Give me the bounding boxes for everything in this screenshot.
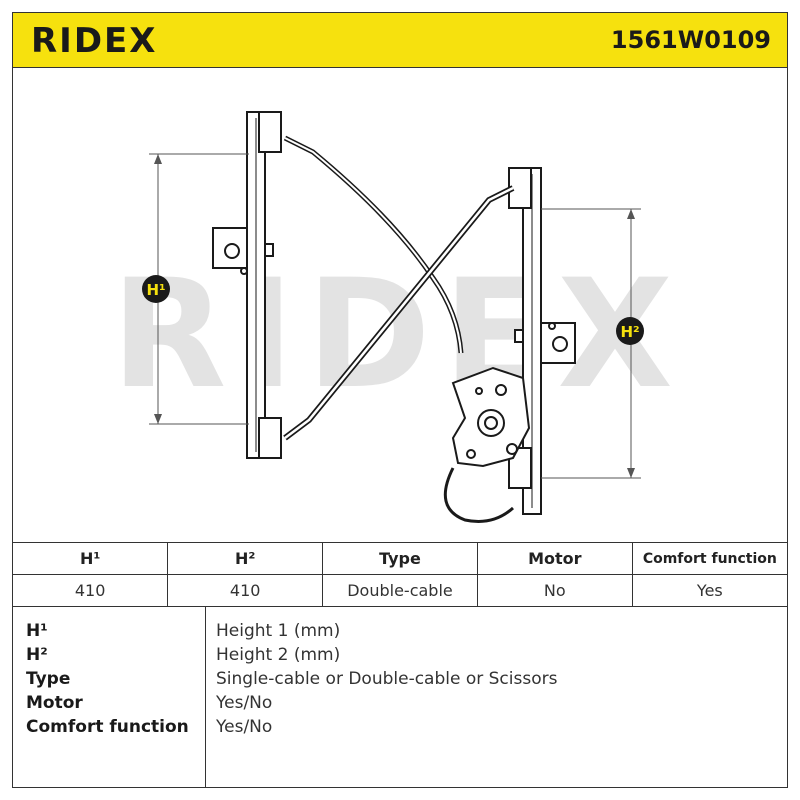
legend-key: Comfort function — [26, 717, 189, 737]
specs-value-motor: No — [476, 574, 633, 607]
legend-key: Type — [26, 669, 71, 689]
legend-row: H² Height 2 (mm) — [13, 643, 787, 667]
specs-header-motor: Motor — [476, 542, 633, 575]
h2-marker-label: H² — [620, 323, 639, 341]
watermark: RIDEX — [111, 248, 685, 422]
h1-marker-label: H¹ — [146, 281, 165, 299]
brand-logo: RIDEX — [31, 21, 158, 61]
legend-value: Yes/No — [216, 693, 273, 713]
specs-value-comfort: Yes — [631, 574, 787, 607]
legend-key: H² — [26, 645, 48, 665]
specs-header-row: H¹ H² Type Motor Comfort function — [13, 542, 787, 575]
legend-key: H¹ — [26, 621, 48, 641]
right-bottom-bracket — [508, 447, 532, 489]
specs-value-type: Double-cable — [322, 574, 478, 607]
legend-value: Height 1 (mm) — [216, 621, 341, 641]
specs-value-h1: 410 — [13, 574, 169, 607]
header-bar: RIDEX 1561W0109 — [13, 13, 787, 68]
legend: H¹ Height 1 (mm) H² Height 2 (mm) Type S… — [13, 607, 787, 787]
cable-lower — [443, 467, 515, 523]
technical-drawing-svg: RIDEX — [111, 111, 685, 523]
legend-value: Height 2 (mm) — [216, 645, 341, 665]
h2-marker: H² — [616, 317, 644, 345]
specs-value-h2: 410 — [167, 574, 324, 607]
legend-value: Yes/No — [216, 717, 273, 737]
legend-row: Comfort function Yes/No — [13, 715, 787, 739]
specs-header-h2: H² — [167, 542, 324, 575]
legend-divider — [205, 607, 206, 787]
legend-row: Type Single-cable or Double-cable or Sci… — [13, 667, 787, 691]
h1-marker: H¹ — [142, 275, 170, 303]
left-top-bracket — [258, 111, 282, 153]
specs-value-row: 410 410 Double-cable No Yes — [13, 574, 787, 607]
legend-row: H¹ Height 1 (mm) — [13, 619, 787, 643]
window-regulator-drawing: RIDEX — [13, 68, 787, 542]
specs-header-type: Type — [322, 542, 478, 575]
product-sheet: RIDEX 1561W0109 RIDEX — [12, 12, 788, 788]
specs-header-comfort: Comfort function — [631, 542, 787, 575]
left-bottom-bracket — [258, 417, 282, 459]
legend-key: Motor — [26, 693, 83, 713]
specs-header-h1: H¹ — [13, 542, 169, 575]
legend-value: Single-cable or Double-cable or Scissors — [216, 669, 558, 689]
legend-row: Motor Yes/No — [13, 691, 787, 715]
specs-table: H¹ H² Type Motor Comfort function 410 41… — [13, 542, 787, 607]
part-number: 1561W0109 — [610, 26, 771, 54]
